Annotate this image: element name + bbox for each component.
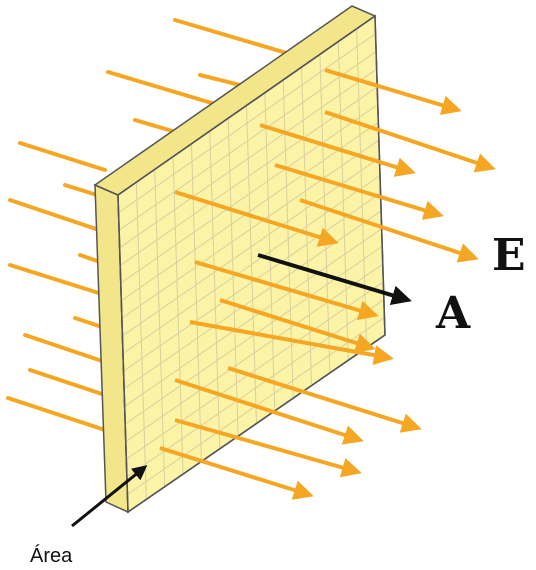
field-line-segment <box>8 198 107 234</box>
grid-line <box>125 263 384 442</box>
field-line-arrow <box>189 320 394 366</box>
area-pointer-arrow <box>71 465 148 528</box>
grid-line <box>123 192 381 372</box>
field-line-segment <box>173 18 302 59</box>
field-line-arrow <box>174 378 364 445</box>
field-line-arrow <box>324 68 462 115</box>
grid-line <box>121 139 380 319</box>
grid-line <box>118 33 376 214</box>
field-lines-outgoing <box>159 68 496 500</box>
field-line-arrow <box>227 366 422 433</box>
field-line-segment <box>6 396 107 432</box>
field-line-segment <box>63 183 102 198</box>
grid-line <box>122 175 381 354</box>
field-line-arrow <box>174 418 362 478</box>
field-line-segment <box>23 333 107 364</box>
grid-line <box>119 68 377 249</box>
grid-line <box>126 281 384 460</box>
grid-line <box>118 51 377 231</box>
area-vector-arrow <box>257 253 412 305</box>
field-line-segment <box>28 368 107 397</box>
field-line-segment <box>18 141 107 172</box>
field-line-arrow <box>174 190 339 247</box>
surface-plate <box>93 5 386 514</box>
field-lines-incoming <box>6 18 302 432</box>
grid-line <box>120 104 379 284</box>
field-line-arrow <box>274 163 444 220</box>
field-line-segment <box>78 253 102 264</box>
field-line-arrow <box>324 110 496 173</box>
area-vector-label: A <box>435 288 471 339</box>
field-label: E <box>492 230 526 281</box>
area-label: Área <box>30 544 73 567</box>
field-line-arrow <box>194 260 379 321</box>
grid-line <box>122 157 380 337</box>
field-line-arrow <box>299 198 479 263</box>
grid-line <box>121 121 379 302</box>
grid-line <box>126 299 385 478</box>
field-line-arrow <box>259 123 416 177</box>
grid-line <box>124 228 382 407</box>
field-line-arrow <box>219 298 376 353</box>
field-line-segment <box>8 263 107 297</box>
field-line-arrow <box>159 446 314 500</box>
